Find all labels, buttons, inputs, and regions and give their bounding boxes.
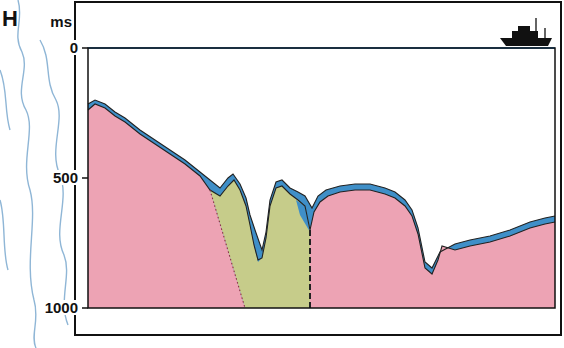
horizon-lines bbox=[88, 100, 555, 308]
basement bbox=[88, 104, 245, 308]
map-letter: H bbox=[2, 8, 18, 30]
sediment-layer bbox=[88, 100, 555, 308]
axis-tick-label: 0 bbox=[70, 40, 78, 55]
axis-tick-label: 500 bbox=[53, 170, 78, 185]
axis-tick-label: 1000 bbox=[45, 300, 78, 315]
plot-frame bbox=[88, 48, 555, 308]
ship-icon bbox=[500, 18, 552, 46]
axis-ticks bbox=[82, 48, 88, 308]
panel-frame bbox=[75, 2, 561, 335]
axis-unit: ms bbox=[50, 14, 72, 29]
